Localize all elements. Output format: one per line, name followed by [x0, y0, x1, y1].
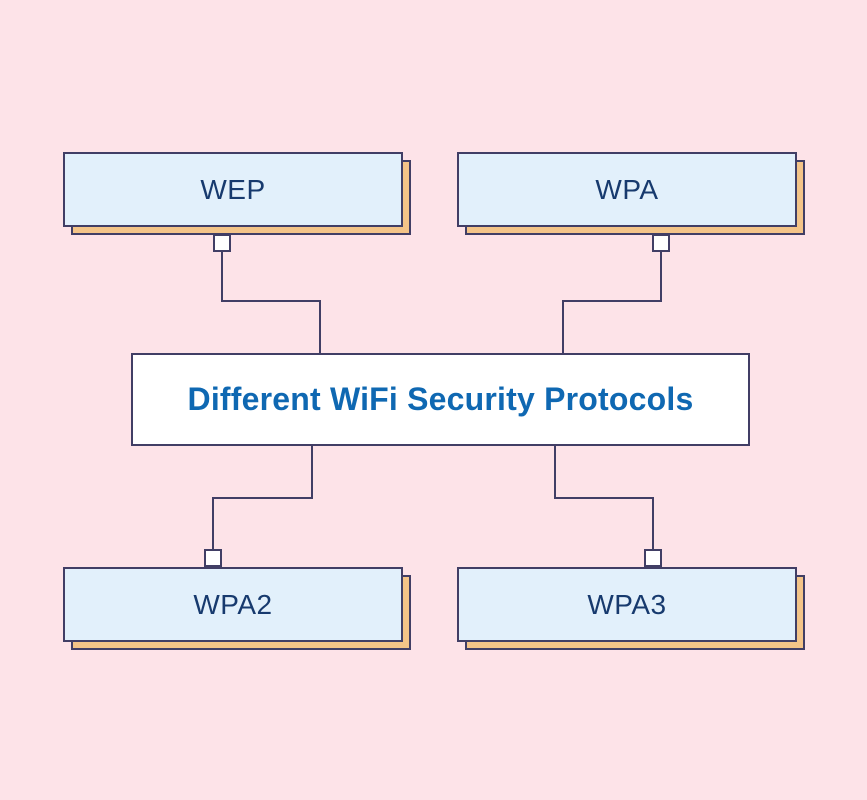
node-wpa3: WPA3 [457, 567, 805, 650]
connector-wpa-to-title [562, 245, 662, 354]
node-wep-label: WEP [63, 152, 403, 227]
node-wpa2: WPA2 [63, 567, 411, 650]
node-wpa: WPA [457, 152, 805, 235]
diagram-title: Different WiFi Security Protocols [187, 381, 694, 417]
title-node: Different WiFi Security Protocols [131, 353, 750, 446]
connector-wep-to-title [221, 245, 321, 354]
connection-handle-wpa3 [644, 549, 662, 567]
node-wpa2-label: WPA2 [63, 567, 403, 642]
connection-handle-wep [213, 234, 231, 252]
connection-handle-wpa2 [204, 549, 222, 567]
connector-title-to-wpa2 [212, 445, 313, 555]
node-wpa3-label: WPA3 [457, 567, 797, 642]
connector-title-to-wpa3 [554, 445, 654, 555]
connection-handle-wpa [652, 234, 670, 252]
node-wpa-label: WPA [457, 152, 797, 227]
node-wep: WEP [63, 152, 411, 235]
